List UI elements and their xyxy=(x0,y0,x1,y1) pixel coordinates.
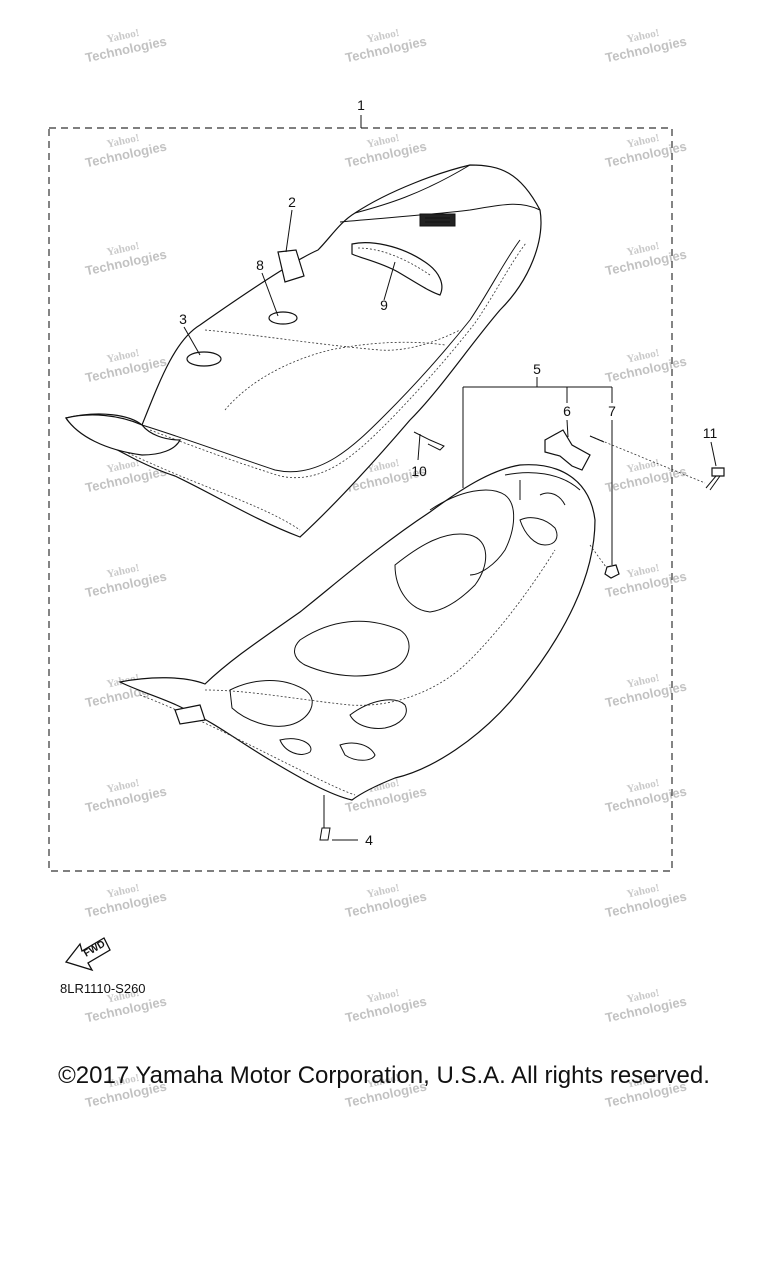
watermark-stamp: Yahoo!Technologies xyxy=(604,777,688,815)
callout-3: 3 xyxy=(179,311,187,327)
callout-7: 7 xyxy=(608,403,616,419)
watermark-stamp: Yahoo!Technologies xyxy=(84,27,168,65)
seat-base-part xyxy=(118,464,596,801)
watermark-stamp: Yahoo!Technologies xyxy=(604,347,688,385)
nut-part-7 xyxy=(604,564,620,579)
callout-11: 11 xyxy=(703,425,718,441)
seat-top-part xyxy=(65,164,542,538)
callout-8: 8 xyxy=(256,257,264,273)
watermark-stamp: Yahoo!Technologies xyxy=(604,132,688,170)
watermark-stamp: Yahoo!Technologies xyxy=(84,562,168,600)
watermark-stamp: Yahoo!Technologies xyxy=(84,777,168,815)
bracket-part-6 xyxy=(544,429,591,471)
callout-1: 1 xyxy=(357,97,365,113)
callout-6: 6 xyxy=(563,403,571,419)
fwd-arrow-icon: FWD xyxy=(64,937,111,972)
watermark-stamp: Yahoo!Technologies xyxy=(604,457,688,495)
clip-part-10 xyxy=(413,431,445,451)
watermark-stamp: Yahoo!Technologies xyxy=(344,132,428,170)
callout-labels: 1 2 8 3 9 10 5 6 7 11 4 xyxy=(179,97,717,848)
watermark-stamp: Yahoo!Technologies xyxy=(604,562,688,600)
callout-2: 2 xyxy=(288,194,296,210)
watermark-stamp: Yahoo!Technologies xyxy=(84,240,168,278)
leader-lines xyxy=(183,115,717,841)
watermark-stamp: Yahoo!Technologies xyxy=(84,882,168,920)
watermark-stamp: Yahoo!Technologies xyxy=(344,987,428,1025)
watermark-stamp: Yahoo!Technologies xyxy=(604,672,688,710)
clip-part-4 xyxy=(319,827,331,841)
watermark-stamp: Yahoo!Technologies xyxy=(604,882,688,920)
copyright-notice: ©2017 Yamaha Motor Corporation, U.S.A. A… xyxy=(58,1062,710,1089)
watermark-stamp: Yahoo!Technologies xyxy=(344,882,428,920)
watermark-stamp: Yahoo!Technologies xyxy=(604,27,688,65)
callout-5: 5 xyxy=(533,361,541,377)
callout-10: 10 xyxy=(411,463,427,479)
watermark-stamp: Yahoo!Technologies xyxy=(604,987,688,1025)
watermark-stamp: Yahoo!Technologies xyxy=(84,347,168,385)
watermark-stamp: Yahoo!Technologies xyxy=(344,27,428,65)
callout-4: 4 xyxy=(365,832,373,848)
diagram-code: 8LR1110-S260 xyxy=(60,981,146,996)
watermark-stamp: Yahoo!Technologies xyxy=(604,240,688,278)
watermark-stamp: Yahoo!Technologies xyxy=(84,132,168,170)
bolt-part-11 xyxy=(705,467,725,491)
callout-9: 9 xyxy=(380,297,388,313)
